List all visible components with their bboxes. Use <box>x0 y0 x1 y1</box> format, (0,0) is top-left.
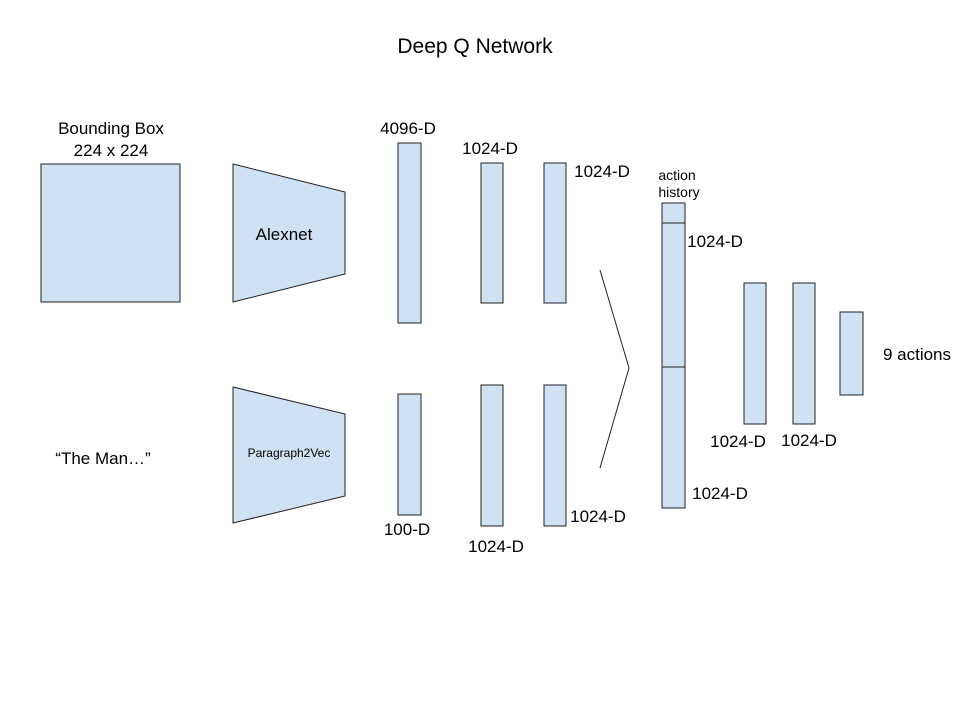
head-layer1-label: 1024-D <box>710 432 766 451</box>
action-history-label-2: history <box>658 184 699 200</box>
diagram-title: Deep Q Network <box>397 35 553 58</box>
action-history-label: action <box>658 167 695 183</box>
merged-upper-1024 <box>661 222 686 368</box>
alexnet-label: Alexnet <box>256 225 313 244</box>
image-layer3-1024 <box>543 162 567 304</box>
text-layer3-1024 <box>543 384 567 527</box>
bounding-box-input <box>40 163 181 303</box>
merged-upper-label: 1024-D <box>687 232 743 251</box>
merged-lower-1024 <box>661 366 686 509</box>
text-layer2-label: 1024-D <box>468 537 524 556</box>
head-layer2-label: 1024-D <box>781 431 837 450</box>
image-layer2-label: 1024-D <box>462 139 518 158</box>
image-layer3-label: 1024-D <box>574 162 630 181</box>
image-layer1-label: 4096-D <box>380 119 436 138</box>
head-layer2-1024 <box>792 282 816 425</box>
paragraph2vec-label: Paragraph2Vec <box>248 446 331 460</box>
head-layer1-1024 <box>743 282 767 425</box>
alexnet-block <box>232 163 346 303</box>
bounding-box-size-label: 224 x 224 <box>74 141 149 160</box>
text-input-label: “The Man…” <box>55 449 151 468</box>
text-layer3-label: 1024-D <box>570 507 626 526</box>
text-layer2-1024 <box>480 384 504 527</box>
merge-connector <box>599 269 630 469</box>
bounding-box-label: Bounding Box <box>58 119 164 138</box>
image-layer1-4096 <box>397 142 422 324</box>
text-layer1-label: 100-D <box>384 520 430 539</box>
merged-lower-label: 1024-D <box>692 484 748 503</box>
output-label: 9 actions <box>883 345 951 364</box>
paragraph2vec-block <box>232 386 346 524</box>
image-layer2-1024 <box>480 162 504 304</box>
output-layer <box>839 311 864 396</box>
action-history-block <box>661 202 686 224</box>
text-layer1-100 <box>397 393 422 516</box>
